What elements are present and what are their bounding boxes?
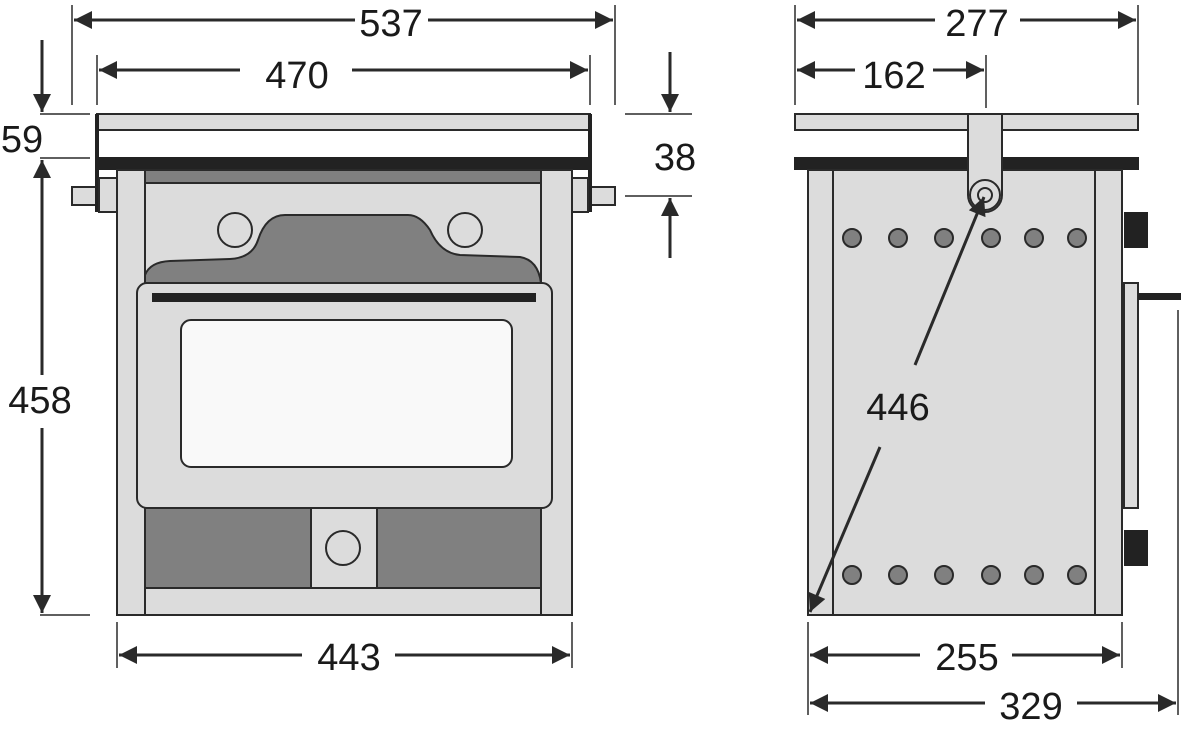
dim-329: 329: [999, 686, 1062, 728]
front-dimensions: 537 470 59 458 38 443: [1, 3, 696, 679]
dim-443: 443: [317, 637, 380, 679]
ash-panel-left: [144, 507, 312, 589]
top-plate: [96, 113, 591, 131]
dim-277: 277: [945, 3, 1008, 45]
side-cooktop-bar: [794, 157, 1139, 170]
firebox-hood: [144, 214, 543, 284]
ash-knob: [325, 530, 361, 566]
right-bracket: [571, 177, 589, 213]
door-window: [180, 319, 513, 468]
front-view: [71, 113, 616, 616]
base-rail: [144, 587, 542, 616]
dim-458: 458: [8, 380, 71, 422]
dim-59: 59: [1, 119, 43, 161]
dim-38: 38: [654, 137, 696, 179]
top-dark-strip: [144, 169, 542, 184]
side-door: [1123, 282, 1139, 509]
top-left-bolt: [217, 212, 253, 248]
lower-rivets: [842, 565, 1087, 585]
door-slot: [152, 293, 536, 302]
dim-255: 255: [935, 637, 998, 679]
door-handle: [1138, 293, 1181, 300]
side-top-plate: [794, 113, 1139, 131]
side-view: [794, 113, 1181, 616]
top-right-bolt: [447, 212, 483, 248]
dim-470: 470: [265, 55, 328, 97]
lower-knob: [1124, 530, 1148, 566]
left-plate-edge: [95, 114, 99, 212]
cooktop-bar: [97, 157, 590, 170]
left-tab: [71, 186, 98, 206]
right-plate-edge: [588, 114, 592, 212]
dim-446: 446: [866, 387, 929, 429]
hinge-pin-inner: [977, 187, 993, 203]
ash-panel-right: [376, 507, 542, 589]
dim-537: 537: [359, 3, 422, 45]
upper-rivets: [842, 228, 1087, 248]
upper-knob: [1124, 212, 1148, 248]
left-bracket: [98, 177, 118, 213]
dim-162: 162: [862, 55, 925, 97]
right-tab: [589, 186, 616, 206]
side-dimensions: 277 162 446 255 329: [794, 3, 1179, 728]
top-gap: [96, 129, 591, 159]
